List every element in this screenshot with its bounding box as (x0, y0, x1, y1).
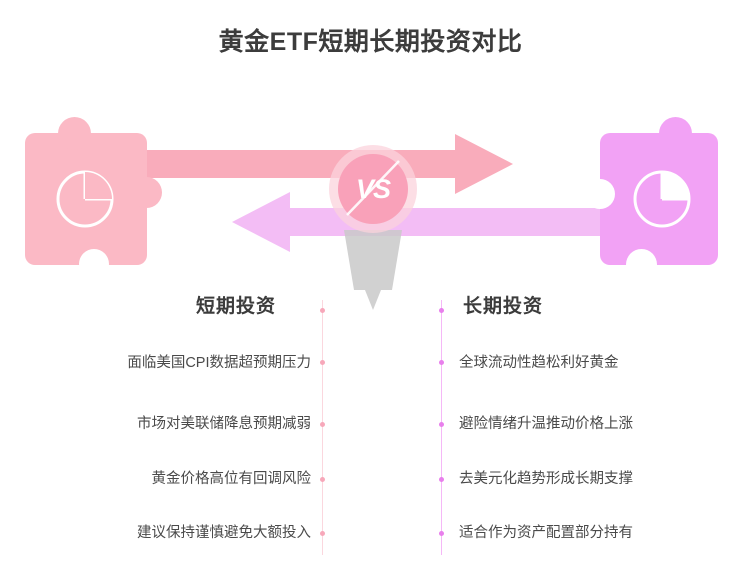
left-timeline-dot (320, 531, 325, 536)
puzzle-notch-bottom (626, 249, 657, 280)
arrows-group (120, 134, 630, 310)
left-timeline-dot (320, 477, 325, 482)
right-list-item: 全球流动性趋松利好黄金 (459, 355, 619, 371)
right-list-item: 去美元化趋势形成长期支撑 (459, 471, 633, 487)
puzzle-knob-top (659, 117, 692, 150)
left-list-item: 建议保持谨慎避免大额投入 (137, 525, 311, 541)
pie-chart-icon (633, 170, 691, 228)
arrow-left-icon (232, 192, 630, 252)
vs-badge-shape (329, 145, 417, 233)
left-timeline-dot (320, 360, 325, 365)
right-timeline-dot (439, 308, 444, 313)
right-timeline-dot (439, 477, 444, 482)
page-title: 黄金ETF短期长期投资对比 (218, 28, 523, 56)
right-timeline (441, 300, 442, 555)
vs-label: VS (355, 173, 391, 204)
left-list-item: 黄金价格高位有回调风险 (151, 471, 312, 487)
left-timeline-dot (320, 308, 325, 313)
right-timeline-dot (439, 422, 444, 427)
puzzle-notch-left (585, 179, 615, 209)
left-list-item: 面临美国CPI数据超预期压力 (127, 355, 311, 371)
vs-badge: VS (327, 143, 419, 235)
puzzle-knob-top (58, 117, 91, 150)
right-timeline-dot (439, 531, 444, 536)
arrow-down-icon (344, 230, 402, 310)
puzzle-notch-bottom (79, 249, 109, 279)
left-list-item: 市场对美联储降息预期减弱 (137, 416, 311, 432)
right-list-item: 适合作为资产配置部分持有 (459, 525, 633, 541)
pie-chart-icon (56, 170, 114, 228)
right-puzzle-block (585, 117, 718, 280)
right-timeline-dot (439, 360, 444, 365)
puzzle-knob-right (131, 177, 162, 208)
right-column-heading: 长期投资 (463, 296, 544, 317)
left-column-heading: 短期投资 (196, 296, 277, 317)
left-timeline-dot (320, 422, 325, 427)
arrow-right-icon (120, 134, 513, 194)
left-puzzle-block (25, 117, 162, 279)
left-timeline (322, 300, 323, 555)
right-list-item: 避险情绪升温推动价格上涨 (459, 416, 633, 432)
